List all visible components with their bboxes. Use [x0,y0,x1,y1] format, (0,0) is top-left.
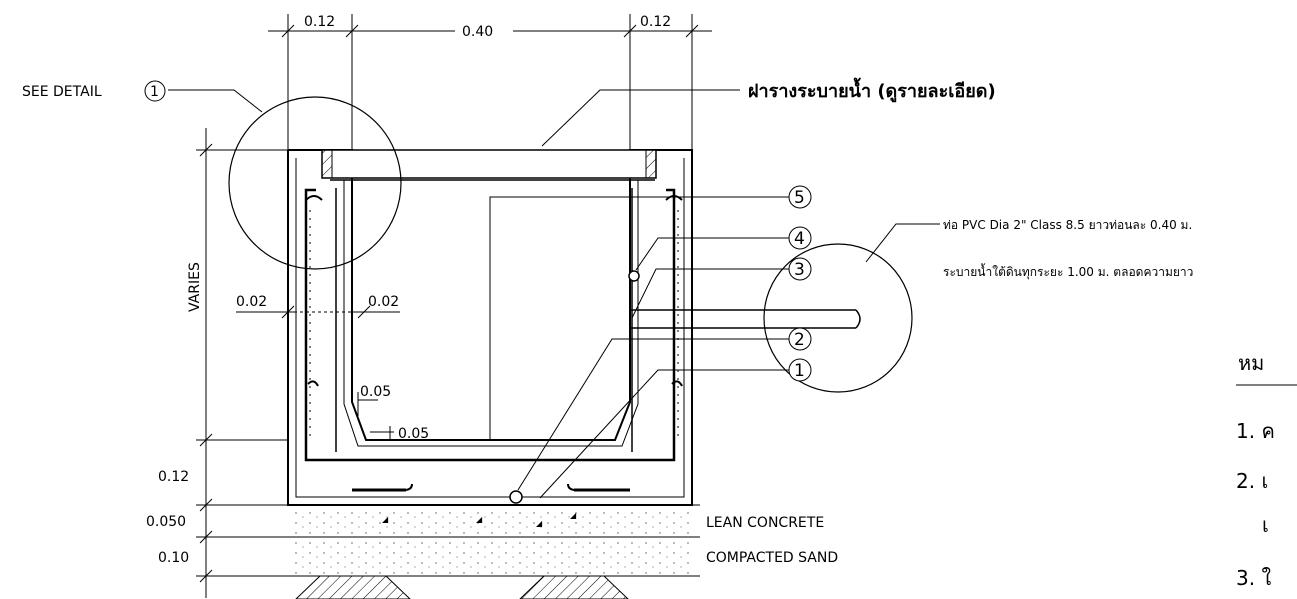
soil-hatch-left [295,575,411,599]
soil-hatch-right [519,575,629,599]
dim-cover-gap-left: 0.02 [236,294,267,310]
callout-2: 2 [788,327,812,351]
callout-3: 3 [788,257,812,281]
note-item-1: 1. ค [1236,419,1275,443]
callout-1: 1 [788,358,812,382]
dim-chamfer-horizontal: 0.05 [398,426,429,442]
dim-top-left-wall: 0.12 [304,14,335,30]
notes-heading: หม [1238,351,1264,375]
rebar-section-marker-4 [628,270,640,282]
svg-text:2: 2 [794,330,805,350]
drain-cover [321,149,657,179]
svg-text:5: 5 [794,188,805,208]
note-item-2: 2. เ [1236,469,1268,493]
leader-lines [168,89,940,499]
dim-varies: VARIES [187,262,203,312]
dim-top-right-wall: 0.12 [640,14,671,30]
dim-base-slab: 0.12 [158,469,189,485]
svg-text:1: 1 [794,361,805,381]
dim-cover-gap-right: 0.02 [368,294,399,310]
lean-concrete-fill [290,508,692,536]
see-detail-number-circle [144,80,166,102]
lean-concrete-label: LEAN CONCRETE [706,515,824,531]
reinforcement-bars [304,188,683,492]
cover-title: ฝารางระบายน้ำ (ดูรายละเอียด) [748,77,996,103]
pvc-note-line1: ท่อ PVC Dia 2" Class 8.5 ยาวท่อนละ 0.40 … [943,218,1192,232]
internal-dimensions [236,305,400,440]
ground-layers: ◢ ◢ ◢ ◢ [288,508,700,599]
note-item-3: 3. ใ [1236,566,1271,590]
svg-text:◢: ◢ [570,511,577,520]
left-dimension-chain [196,128,288,598]
sand-fill [290,539,692,575]
see-detail-label: SEE DETAIL [22,84,102,100]
dim-chamfer-vertical: 0.05 [360,384,391,400]
svg-text:◢: ◢ [382,515,389,524]
rebar-section-marker-2 [509,490,523,504]
see-detail-number: 1 [150,84,159,100]
see-detail-circle [228,96,402,270]
pvc-note-line2: ระบายน้ำใต้ดินทุกระยะ 1.00 ม. ตลอดความยา… [943,263,1193,280]
pvc-detail-circle [763,243,913,393]
svg-text:◢: ◢ [476,515,483,524]
callout-4: 4 [788,226,812,250]
svg-text:◢: ◢ [536,519,543,528]
note-item-2-continued: เ [1262,513,1269,537]
pvc-pipe [630,309,861,329]
dim-top-opening: 0.40 [462,24,493,40]
dim-sand: 0.10 [158,550,189,566]
notes-block: หม 1. ค 2. เ เ 3. ใ [1236,351,1297,590]
callout-5: 5 [788,185,812,209]
svg-text:4: 4 [794,229,805,249]
dim-lean-concrete: 0.050 [146,514,186,530]
svg-text:3: 3 [794,260,805,280]
compacted-sand-label: COMPACTED SAND [706,550,838,566]
